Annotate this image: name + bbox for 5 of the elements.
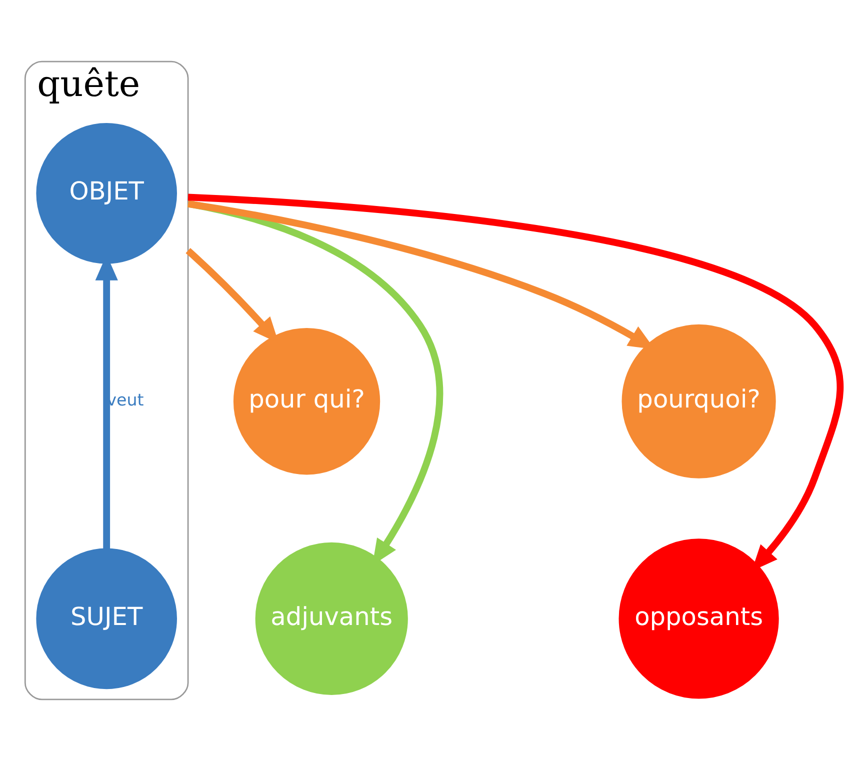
arrow	[188, 193, 844, 570]
node-circle: pour qui?	[233, 328, 380, 474]
node-circle: OBJET	[36, 122, 177, 264]
node-circle: adjuvants	[255, 542, 408, 694]
node-circle: SUJET	[36, 548, 177, 689]
